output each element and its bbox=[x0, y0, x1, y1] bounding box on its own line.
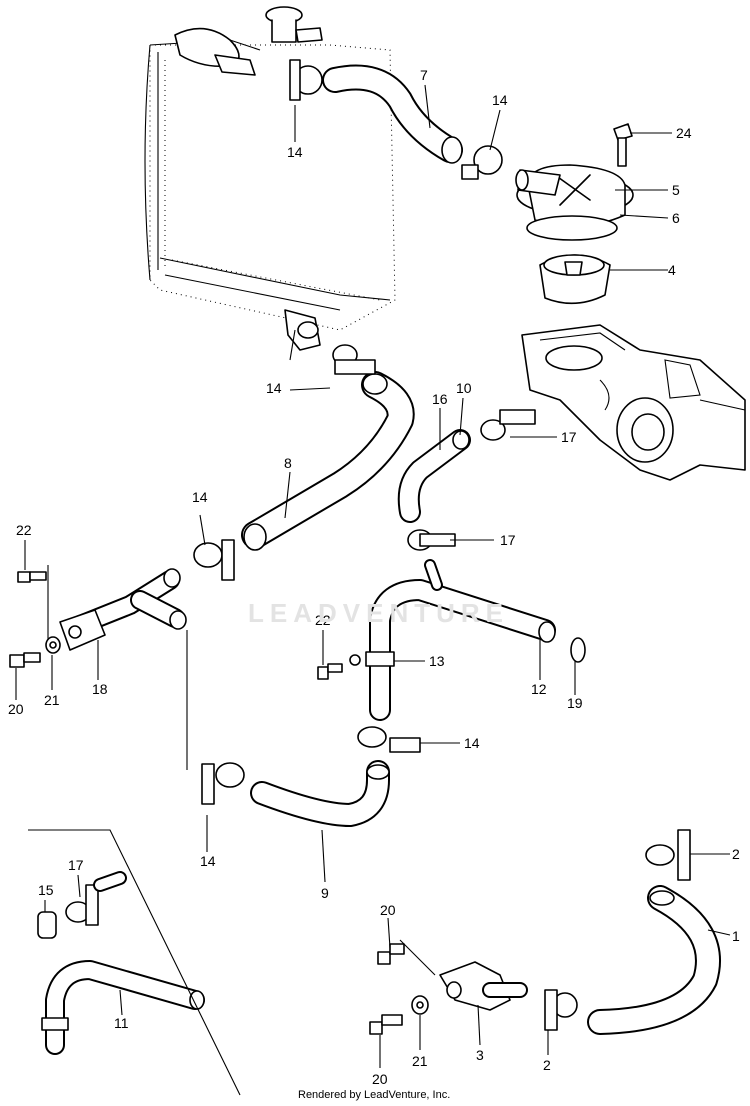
bolt-20-lower bbox=[369, 1014, 403, 1035]
callout-11: 11 bbox=[114, 1015, 129, 1031]
callout-17: 17 bbox=[561, 429, 577, 445]
hose-16 bbox=[397, 429, 471, 523]
callout-14: 14 bbox=[192, 489, 208, 505]
callout-14: 14 bbox=[266, 380, 282, 396]
callout-22: 22 bbox=[315, 612, 331, 628]
bolt-20-upper bbox=[377, 943, 405, 965]
callout-2: 2 bbox=[543, 1057, 551, 1073]
callout-14: 14 bbox=[200, 853, 216, 869]
callout-10: 10 bbox=[456, 380, 472, 396]
washer-21 bbox=[45, 636, 61, 654]
callout-16: 16 bbox=[432, 391, 448, 407]
washer-21-lower bbox=[411, 995, 429, 1015]
radiator-outline bbox=[144, 6, 396, 351]
callout-13: 13 bbox=[429, 653, 445, 669]
callout-6: 6 bbox=[672, 210, 680, 226]
callout-8: 8 bbox=[284, 455, 292, 471]
callout-19: 19 bbox=[567, 695, 583, 711]
callout-22: 22 bbox=[16, 522, 32, 538]
callout-21: 21 bbox=[412, 1053, 428, 1069]
hose-clamp bbox=[201, 762, 245, 805]
callout-21: 21 bbox=[44, 692, 60, 708]
callout-17: 17 bbox=[500, 532, 516, 548]
callout-4: 4 bbox=[668, 262, 676, 278]
callout-14: 14 bbox=[464, 735, 480, 751]
o-ring-19 bbox=[570, 637, 586, 663]
callout-14: 14 bbox=[287, 144, 303, 160]
hose-clamp bbox=[65, 884, 99, 926]
cap-15 bbox=[37, 911, 57, 939]
callout-1: 1 bbox=[732, 928, 740, 944]
pipe-18 bbox=[59, 568, 187, 651]
hose-clamp bbox=[645, 829, 691, 881]
bolt-22-lower bbox=[317, 663, 343, 680]
callout-24: 24 bbox=[676, 125, 692, 141]
hose-7 bbox=[322, 64, 463, 164]
pipe-12 bbox=[349, 559, 556, 721]
callout-14: 14 bbox=[492, 92, 508, 108]
callout-12: 12 bbox=[531, 681, 547, 697]
inset-divider bbox=[28, 829, 241, 1096]
hose-clamp bbox=[407, 529, 456, 551]
leader-lines bbox=[15, 84, 731, 1068]
watermark: LEADVENTURE bbox=[248, 598, 510, 628]
hose-clamp bbox=[332, 344, 376, 375]
hose-clamp bbox=[357, 726, 421, 753]
callout-20: 20 bbox=[8, 701, 24, 717]
pipe-11 bbox=[41, 960, 205, 1055]
callout-15: 15 bbox=[38, 882, 54, 898]
bolt-22 bbox=[17, 571, 47, 583]
fitting-3 bbox=[439, 961, 528, 1011]
callout-5: 5 bbox=[672, 182, 680, 198]
callout-3: 3 bbox=[476, 1047, 484, 1063]
hose-1 bbox=[587, 885, 721, 1035]
engine-block-outline bbox=[521, 324, 746, 481]
callout-20: 20 bbox=[372, 1071, 388, 1087]
hose-clamp bbox=[289, 59, 323, 101]
callout-9: 9 bbox=[321, 885, 329, 901]
callout-labels: 24 5 6 4 7 14 14 14 10 16 17 8 14 22 17 … bbox=[8, 67, 740, 1087]
thermostat-housing-assembly bbox=[515, 123, 634, 305]
callout-7: 7 bbox=[420, 67, 428, 83]
hose-clamp bbox=[480, 409, 536, 441]
hose-clamp bbox=[193, 539, 235, 581]
callout-20: 20 bbox=[380, 902, 396, 918]
hose-clamp bbox=[544, 989, 578, 1031]
render-credit: Rendered by LeadVenture, Inc. bbox=[298, 1089, 451, 1101]
hose-8 bbox=[241, 371, 415, 551]
hose-9 bbox=[250, 760, 390, 827]
fitting-nipple bbox=[93, 871, 127, 892]
hose-clamp bbox=[461, 145, 503, 180]
callout-2: 2 bbox=[732, 846, 740, 862]
bolt-20 bbox=[9, 652, 41, 668]
callout-18: 18 bbox=[92, 681, 108, 697]
callout-17: 17 bbox=[68, 857, 84, 873]
